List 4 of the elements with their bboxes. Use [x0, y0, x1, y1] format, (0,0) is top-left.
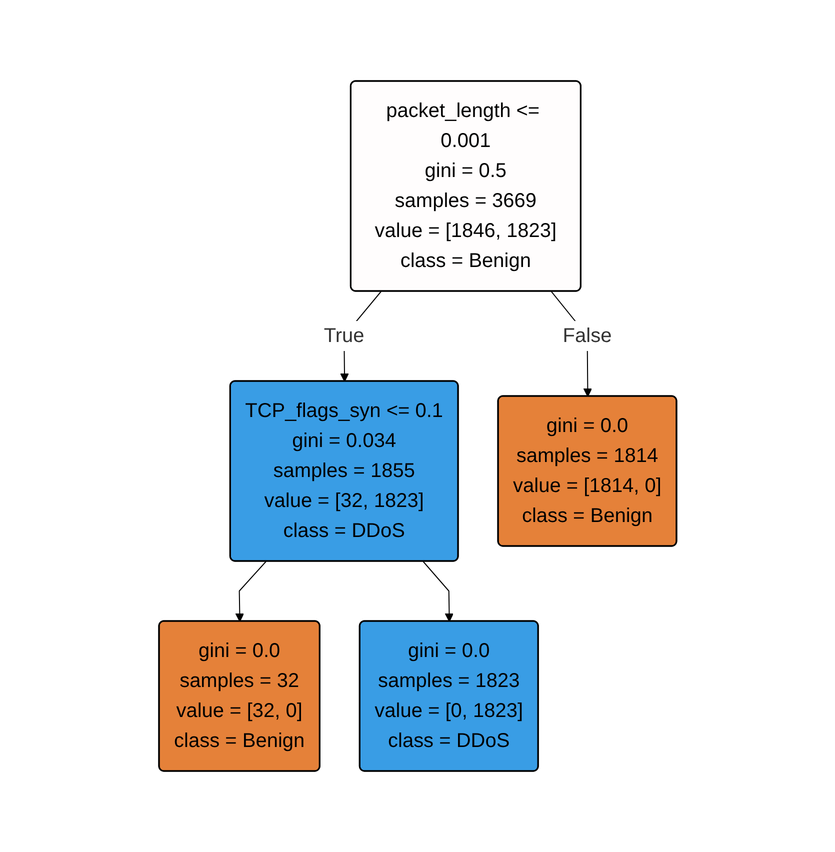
arrow	[235, 561, 266, 622]
edge-label: True	[324, 324, 364, 347]
edge-label: False	[562, 324, 612, 347]
arrow	[422, 561, 454, 622]
